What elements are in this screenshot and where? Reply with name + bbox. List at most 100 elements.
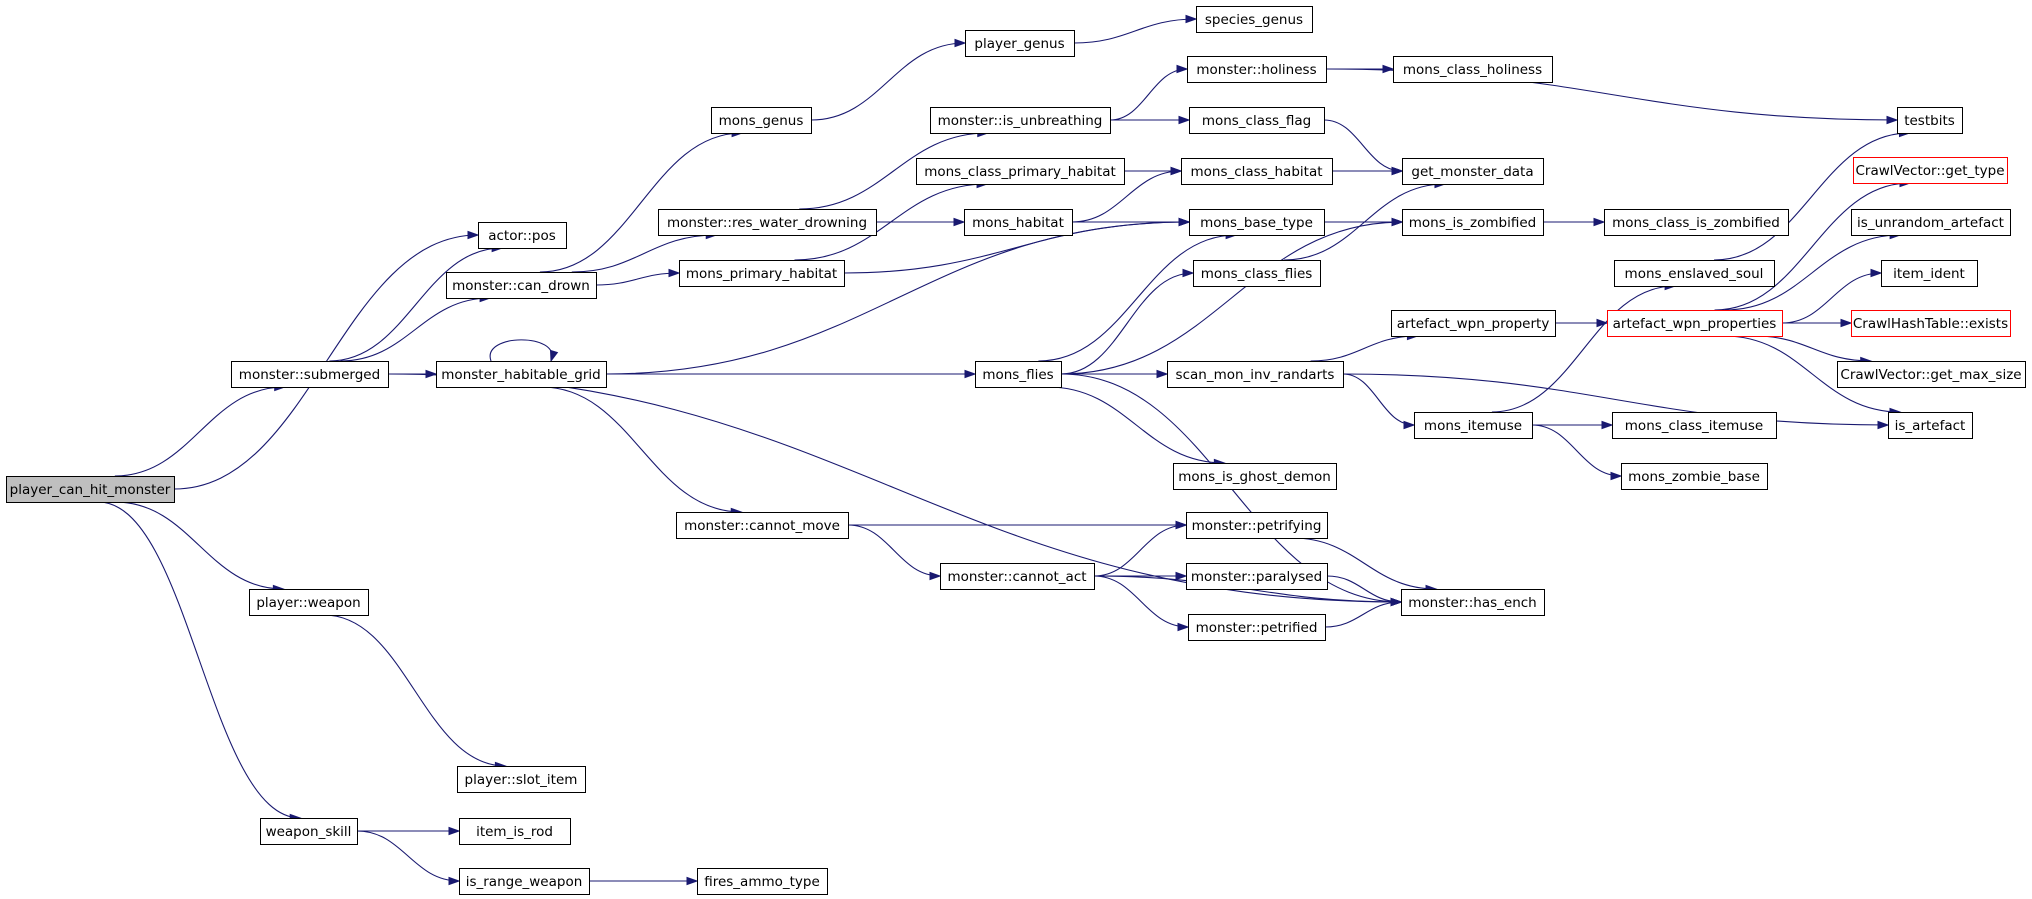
edge-scan-mon-inv-randarts-to-is-artefact (1342, 373, 1889, 426)
node-is-artefact[interactable]: is_artefact (1888, 412, 1973, 439)
edge-monster-can-drown-to-mons-genus (539, 132, 743, 273)
node-box (260, 818, 358, 845)
node-label: mons_genus (719, 113, 804, 129)
node-mons-class-habitat[interactable]: mons_class_habitat (1181, 158, 1333, 185)
node-monster-cannot-act[interactable]: monster::cannot_act (940, 563, 1095, 590)
edge-monster-habitable-grid-to-mons-flies-arrowhead (964, 369, 977, 379)
node-actor-pos[interactable]: actor::pos (478, 222, 567, 249)
edge-mons-flies-to-mons-is-ghost-demon (1048, 386, 1225, 464)
edge-player-can-hit-monster-to-actor-pos-arrowhead (467, 230, 480, 240)
node-label: get_monster_data (1411, 164, 1533, 180)
node-mons-enslaved-soul[interactable]: mons_enslaved_soul (1614, 260, 1775, 287)
edge-mons-enslaved-soul-to-testbits (1714, 132, 1910, 261)
edge-artefact-wpn-properties-to-is-artefact (1724, 335, 1900, 413)
node-weapon-skill[interactable]: weapon_skill (260, 818, 358, 845)
node-mons-zombie-base[interactable]: mons_zombie_base (1621, 463, 1768, 490)
node-label: monster::res_water_drowning (667, 215, 867, 231)
node-monster-petrifying[interactable]: monster::petrifying (1186, 512, 1328, 539)
node-get-monster-data[interactable]: get_monster_data (1402, 158, 1544, 185)
edge-monster-petrifying-to-monster-has-ench (1292, 537, 1437, 590)
node-monster-cannot-move[interactable]: monster::cannot_move (676, 512, 849, 539)
node-item-ident[interactable]: item_ident (1881, 260, 1978, 287)
edge-monster-cannot-act-to-monster-paralysed-arrowhead (1175, 571, 1188, 581)
node-box (1402, 209, 1544, 236)
edge-monster-paralysed-to-monster-has-ench (1326, 575, 1402, 603)
node-mons-is-ghost-demon[interactable]: mons_is_ghost_demon (1173, 463, 1337, 490)
node-is-unrandom-artefact[interactable]: is_unrandom_artefact (1851, 209, 2011, 236)
node-mons-primary-habitat[interactable]: mons_primary_habitat (679, 260, 845, 287)
edge-artefact-wpn-properties-to-crawlvector-get-max-size (1754, 335, 1871, 362)
node-label: monster::cannot_move (684, 518, 840, 534)
node-artefact-wpn-properties[interactable]: artefact_wpn_properties (1607, 310, 1783, 337)
node-mons-class-holiness[interactable]: mons_class_holiness (1393, 56, 1553, 83)
edge-monster-holiness-to-testbits-arrowhead (1886, 115, 1899, 125)
node-label: weapon_skill (266, 824, 352, 840)
node-species-genus[interactable]: species_genus (1196, 6, 1313, 33)
node-box (459, 868, 590, 895)
node-crawlvector-get-max-size[interactable]: CrawlVector::get_max_size (1837, 361, 2026, 388)
node-monster-petrified[interactable]: monster::petrified (1188, 614, 1326, 641)
node-scan-mon-inv-randarts[interactable]: scan_mon_inv_randarts (1167, 361, 1344, 388)
node-mons-class-primary-habitat[interactable]: mons_class_primary_habitat (916, 158, 1125, 185)
node-monster-res-water-drowning[interactable]: monster::res_water_drowning (658, 209, 877, 236)
node-monster-paralysed[interactable]: monster::paralysed (1186, 563, 1328, 590)
node-label: fires_ammo_type (704, 874, 820, 890)
node-box (457, 766, 586, 793)
edge-artefact-wpn-properties-to-is-unrandom-artefact (1724, 234, 1901, 311)
node-label: CrawlVector::get_max_size (1840, 367, 2021, 383)
edge-monster-submerged-to-monster-habitable-grid-arrowhead (425, 369, 438, 379)
node-box (1851, 310, 2011, 337)
node-mons-base-type[interactable]: mons_base_type (1189, 209, 1325, 236)
edge-mons-genus-to-player-genus (810, 42, 966, 121)
node-monster-submerged[interactable]: monster::submerged (231, 361, 389, 388)
node-crawlvector-get-type[interactable]: CrawlVector::get_type (1853, 157, 2008, 184)
node-mons-is-zombified[interactable]: mons_is_zombified (1402, 209, 1544, 236)
node-mons-genus[interactable]: mons_genus (711, 107, 812, 134)
node-box (1401, 589, 1545, 616)
edge-scan-mon-inv-randarts-to-mons-itemuse (1342, 373, 1415, 426)
node-mons-class-flag[interactable]: mons_class_flag (1189, 107, 1325, 134)
node-item-is-rod[interactable]: item_is_rod (459, 818, 571, 845)
node-box (1612, 412, 1777, 439)
node-mons-itemuse[interactable]: mons_itemuse (1414, 412, 1533, 439)
node-mons-class-is-zombified[interactable]: mons_class_is_zombified (1604, 209, 1789, 236)
node-mons-flies[interactable]: mons_flies (975, 361, 1062, 388)
node-label: mons_is_ghost_demon (1178, 469, 1331, 485)
node-is-range-weapon[interactable]: is_range_weapon (459, 868, 590, 895)
node-artefact-wpn-property[interactable]: artefact_wpn_property (1391, 310, 1556, 337)
edge-monster-petrified-to-monster-has-ench (1324, 601, 1402, 628)
node-monster-can-drown[interactable]: monster::can_drown (446, 272, 597, 299)
edge-mons-itemuse-to-mons-zombie-base-arrowhead (1610, 471, 1623, 481)
edge-mons-is-zombified-to-mons-class-is-zombified-arrowhead (1593, 217, 1606, 227)
node-label: mons_zombie_base (1628, 469, 1760, 485)
node-player-can-hit-monster[interactable]: player_can_hit_monster (6, 476, 175, 503)
edge-monster-can-drown-to-monster-res-water-drowning (571, 234, 717, 273)
edge-weapon-skill-to-item-is-rod-arrowhead (448, 826, 461, 836)
node-label: mons_class_is_zombified (1612, 215, 1780, 231)
node-monster-holiness[interactable]: monster::holiness (1187, 56, 1327, 83)
edge-mons-flies-to-mons-is-zombified (1060, 221, 1403, 375)
node-monster-has-ench[interactable]: monster::has_ench (1401, 589, 1545, 616)
node-box (1188, 614, 1326, 641)
node-mons-class-itemuse[interactable]: mons_class_itemuse (1612, 412, 1777, 439)
node-box (1186, 563, 1328, 590)
node-player-weapon[interactable]: player::weapon (249, 589, 369, 616)
node-label: mons_class_habitat (1190, 164, 1322, 180)
node-box (697, 868, 828, 895)
node-monster-habitable-grid[interactable]: monster_habitable_grid (436, 361, 607, 388)
node-box (975, 361, 1062, 388)
node-player-genus[interactable]: player_genus (965, 30, 1075, 57)
edge-monster-habitable-grid-to-monster-habitable-grid-arrowhead (549, 349, 559, 363)
node-crawlhashtable-exists[interactable]: CrawlHashTable::exists (1851, 310, 2011, 337)
node-player-slot-item[interactable]: player::slot_item (457, 766, 586, 793)
edge-mons-itemuse-to-mons-class-itemuse-arrowhead (1601, 420, 1614, 430)
node-testbits[interactable]: testbits (1897, 107, 1963, 134)
node-fires-ammo-type[interactable]: fires_ammo_type (697, 868, 828, 895)
edge-monster-can-drown-to-mons-primary-habitat (595, 272, 680, 286)
node-mons-class-flies[interactable]: mons_class_flies (1193, 260, 1321, 287)
node-mons-habitat[interactable]: mons_habitat (964, 209, 1073, 236)
edge-monster-habitable-grid-to-mons-base-type (605, 221, 1190, 375)
node-monster-is-unbreathing[interactable]: monster::is_unbreathing (930, 107, 1111, 134)
node-label: is_unrandom_artefact (1857, 215, 2004, 231)
edge-monster-is-unbreathing-to-mons-class-flag-arrowhead (1178, 115, 1191, 125)
